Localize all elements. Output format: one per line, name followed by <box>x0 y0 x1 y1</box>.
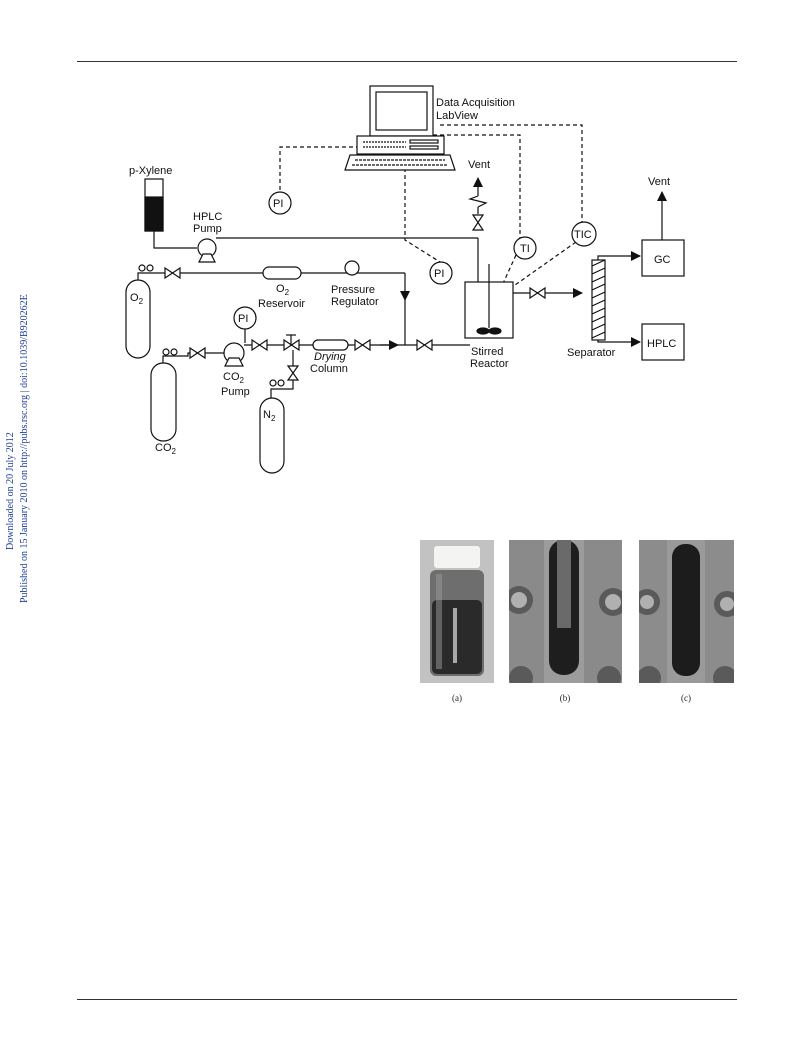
pressure-label-2: Regulator <box>331 296 379 308</box>
pressure-label-1: Pressure <box>331 284 375 296</box>
vent-reactor-label: Vent <box>468 159 490 171</box>
pump-label: Pump <box>221 386 250 398</box>
photo-a <box>420 540 494 683</box>
reactor-label: Reactor <box>470 358 509 370</box>
stirred-reactor-icon <box>464 177 514 339</box>
pi-gauge-top <box>268 191 292 215</box>
pi-label-top: PI <box>273 198 283 210</box>
p-xylene-label: p-Xylene <box>129 165 172 177</box>
ti-label: TI <box>520 243 530 255</box>
pi-gauge-reactor <box>429 261 453 285</box>
computer-icon <box>344 85 456 171</box>
separator-label: Separator <box>567 347 616 359</box>
p-xylene-burette <box>144 178 197 249</box>
caption-a: (a) <box>452 693 462 703</box>
co2-cylinder-label: CO2 <box>155 442 177 456</box>
co2-pump-icon <box>223 306 257 367</box>
stirred-label: Stirred <box>471 346 503 358</box>
n2-cylinder-label: N2 <box>263 409 276 423</box>
hplc-box <box>641 323 685 361</box>
o2-cylinder <box>125 264 162 359</box>
separator-column <box>591 251 641 347</box>
o2-line <box>162 260 410 345</box>
signal-lines <box>279 124 583 291</box>
hplc-label: HPLC <box>647 338 676 350</box>
photo-b <box>509 540 622 683</box>
n2-cylinder <box>259 350 300 474</box>
drying-label-2: Column <box>310 363 348 375</box>
o2-reservoir-label: O2 <box>276 283 290 297</box>
outlet-line <box>513 286 583 300</box>
caption-b: (b) <box>559 693 571 703</box>
daq-label-2: LabView <box>436 110 478 122</box>
tic-gauge <box>571 221 597 247</box>
tic-label: TIC <box>574 229 592 241</box>
co2-line <box>244 334 470 352</box>
gc-label: GC <box>654 254 671 266</box>
drying-label-1: Drying <box>314 351 347 363</box>
vent-gc-label: Vent <box>648 176 670 188</box>
o2-cylinder-label: O2 <box>130 292 144 306</box>
hplc-pump-label-1: HPLC <box>193 211 222 223</box>
hplc-pump-icon <box>197 237 478 263</box>
caption-c: (c) <box>681 693 691 703</box>
hplc-pump-label-2: Pump <box>193 223 222 235</box>
daq-label-1: Data Acquisition <box>436 97 515 109</box>
photo-c <box>639 540 734 683</box>
reservoir-label: Reservoir <box>258 298 305 310</box>
co2-pump-label: CO2 <box>223 371 245 385</box>
gc-box <box>641 239 685 277</box>
bottom-rule <box>77 999 737 1000</box>
pi-label-pump: PI <box>238 313 248 325</box>
pi-label-reactor: PI <box>434 268 444 280</box>
co2-cylinder <box>150 346 225 442</box>
ti-gauge <box>513 236 537 260</box>
top-rule <box>77 61 737 62</box>
